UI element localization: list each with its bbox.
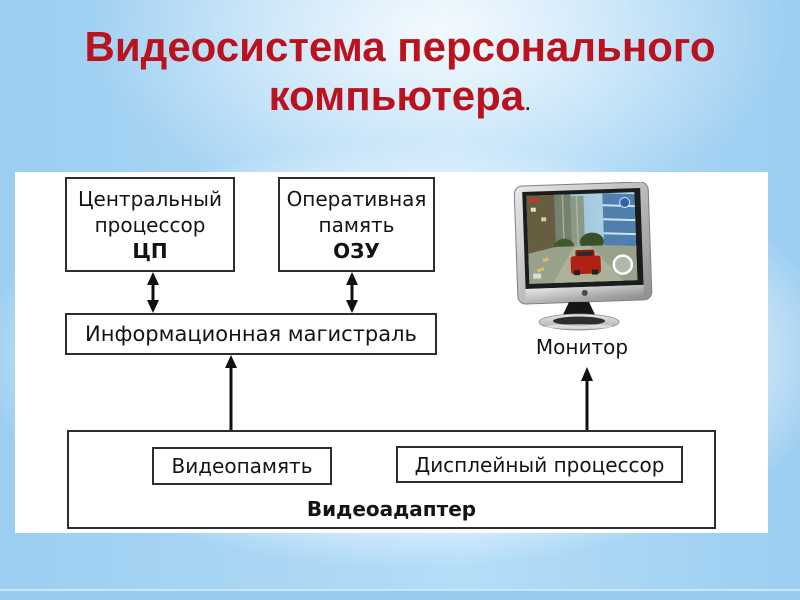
monitor-label: Монитор: [535, 335, 629, 359]
box-information-bus: Информационная магистраль: [65, 313, 437, 355]
box-display-processor: Дисплейный процессор: [396, 446, 683, 483]
diagram-panel: Центральный процессор ЦП Оперативная пам…: [15, 172, 768, 533]
video-adapter-label: Видеоадаптер: [306, 497, 477, 521]
slide-footer-strip: [0, 589, 800, 600]
ram-abbr: ОЗУ: [333, 239, 380, 263]
cpu-name: Центральный процессор: [78, 187, 222, 237]
arrow-ram-bus: [346, 272, 358, 313]
page-title: Видеосистема персонального компьютера.: [0, 22, 800, 126]
title-period: .: [524, 86, 532, 116]
box-cpu: Центральный процессор ЦП: [65, 177, 235, 272]
title-line-1: Видеосистема персонального: [84, 23, 716, 70]
box-ram: Оперативная память ОЗУ: [278, 177, 435, 272]
monitor-image: [512, 181, 653, 332]
lcd-monitor-icon: [513, 181, 653, 331]
ram-name: Оперативная память: [286, 187, 427, 237]
box-video-memory: Видеопамять: [152, 447, 332, 485]
arrow-cpu-bus: [147, 272, 159, 313]
cpu-abbr: ЦП: [132, 239, 168, 263]
title-line-2: компьютера: [268, 72, 525, 119]
